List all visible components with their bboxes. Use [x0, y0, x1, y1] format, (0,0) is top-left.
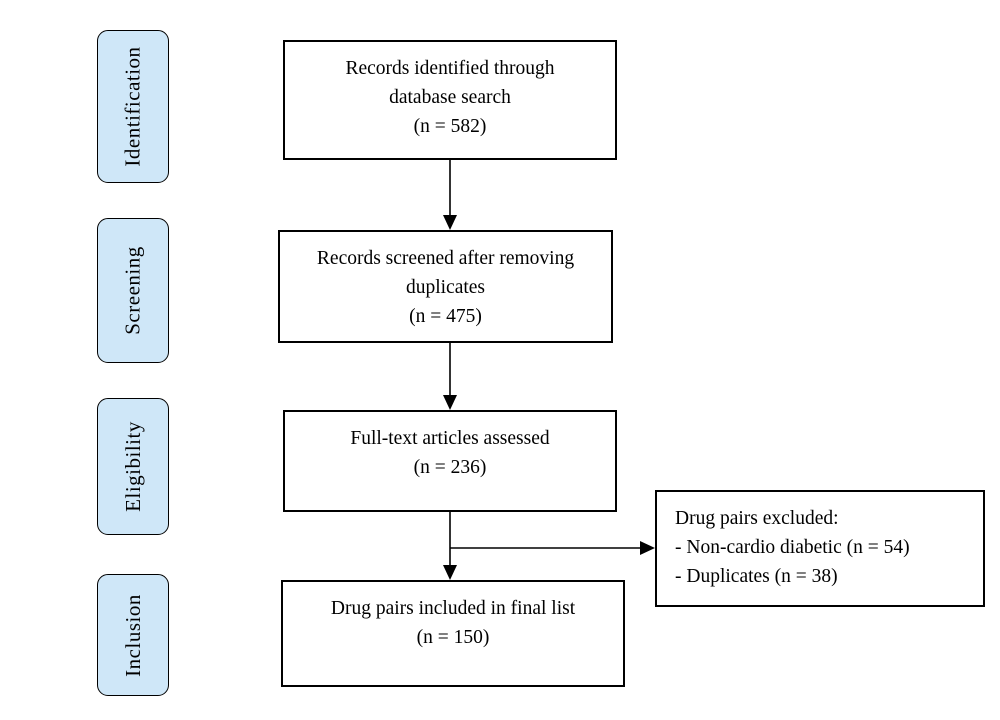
stage-box-identification: Identification — [97, 30, 169, 183]
stage-label-screening: Screening — [120, 246, 145, 335]
stage-box-inclusion: Inclusion — [97, 574, 169, 696]
side-box-pairs-excluded: Drug pairs excluded: - Non-cardio diabet… — [655, 490, 985, 607]
flow-box-count: (n = 475) — [409, 306, 482, 327]
flow-box-fulltext-assessed: Full-text articles assessed (n = 236) — [283, 410, 617, 512]
stage-box-eligibility: Eligibility — [97, 398, 169, 535]
flow-box-text-line: Full-text articles assessed — [350, 428, 550, 449]
side-box-item: - Non-cardio diabetic (n = 54) — [675, 537, 910, 558]
arrow-identified-to-screened — [443, 160, 457, 230]
flow-box-text-line: Drug pairs included in final list — [330, 598, 576, 619]
side-box-title: Drug pairs excluded: — [675, 508, 839, 529]
flow-box-text-line: Records screened after removing — [316, 248, 575, 269]
flow-box-count: (n = 236) — [413, 457, 487, 478]
side-box-item: - Duplicates (n = 38) — [675, 566, 838, 587]
stage-label-inclusion: Inclusion — [120, 593, 145, 677]
arrow-screened-to-fulltext — [443, 343, 457, 410]
arrow-branch-to-excluded — [450, 541, 655, 555]
stage-box-screening: Screening — [97, 218, 169, 363]
flow-box-count: (n = 582) — [413, 116, 487, 137]
stage-label-identification: Identification — [120, 46, 145, 167]
flow-box-text-line: duplicates — [405, 277, 486, 298]
flow-box-records-identified: Records identified through database sear… — [283, 40, 617, 160]
flow-box-count: (n = 150) — [416, 627, 490, 648]
arrow-fulltext-to-included — [443, 512, 457, 580]
flow-box-pairs-included: Drug pairs included in final list (n = 1… — [281, 580, 625, 687]
flow-box-text-line: database search — [389, 87, 511, 108]
flow-box-text-line: Records identified through — [345, 58, 555, 79]
stage-label-eligibility: Eligibility — [120, 421, 145, 512]
flow-box-records-screened: Records screened after removing duplicat… — [278, 230, 613, 343]
